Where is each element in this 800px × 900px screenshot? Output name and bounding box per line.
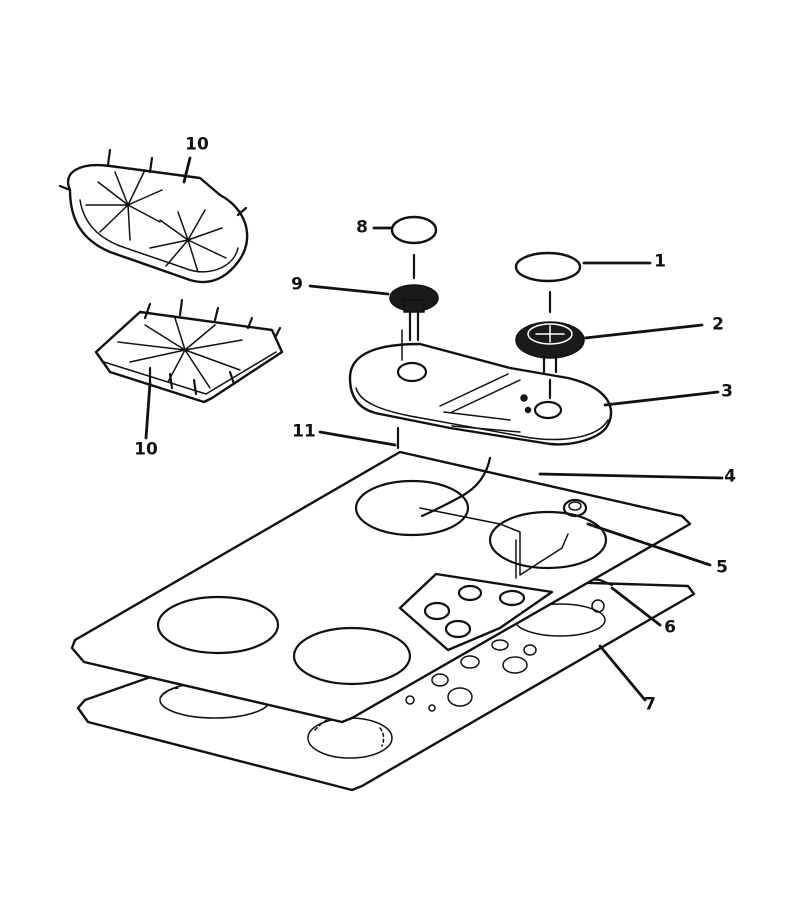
callout-4: 4 [724, 466, 736, 487]
callout-6: 6 [664, 617, 676, 638]
callout-1: 1 [654, 251, 666, 272]
callout-8: 8 [356, 217, 368, 238]
part-10-single-grate [94, 298, 284, 404]
leader-lines [144, 156, 724, 702]
callout-10-lower: 10 [134, 439, 158, 460]
callout-9: 9 [291, 274, 303, 295]
callout-2: 2 [712, 314, 724, 335]
callout-5: 5 [716, 557, 728, 578]
callout-10-upper: 10 [185, 134, 209, 155]
callout-11: 11 [292, 421, 316, 442]
callout-7: 7 [644, 694, 656, 715]
part-3-burner-tray [348, 342, 613, 446]
part-10-double-grate [58, 148, 249, 284]
part-8-small-cap [390, 215, 438, 280]
part-4-cooktop-top [70, 450, 692, 724]
part-9-small-burner-head [389, 284, 439, 361]
part-2-large-burner-head [515, 321, 585, 400]
part-1-large-cap [514, 251, 582, 314]
callout-3: 3 [721, 381, 733, 402]
